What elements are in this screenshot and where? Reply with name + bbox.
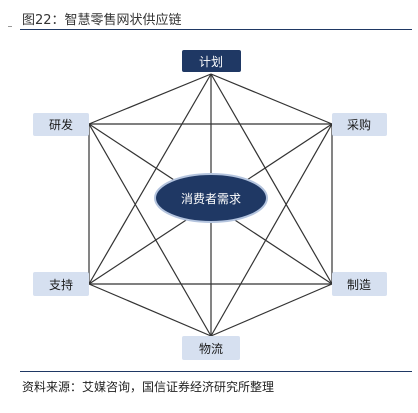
edge-plan-manufacture: [210, 73, 333, 285]
edge-manufacture-logistics: [210, 283, 333, 337]
node-rnd: 研发: [33, 113, 89, 136]
node-plan-label: 计划: [199, 55, 223, 69]
edge-logistics-rnd: [88, 123, 212, 337]
node-plan-box: [182, 50, 241, 72]
node-support-label: 支持: [49, 277, 73, 292]
node-plan: 计划: [182, 50, 241, 72]
edge-rnd-plan: [88, 73, 212, 125]
edge-plan-support: [88, 73, 212, 285]
node-support-box: [33, 272, 89, 296]
figure-title: 图22：智慧零售网状供应链: [22, 13, 182, 28]
node-procure-label: 采购: [347, 117, 371, 132]
node-logistics-box: [182, 336, 240, 360]
node-logistics: 物流: [182, 336, 240, 360]
node-rnd-label: 研发: [49, 117, 73, 132]
node-procure-box: [332, 113, 387, 136]
node-manufacture-label: 制造: [347, 278, 371, 292]
node-manufacture: 制造: [332, 272, 387, 296]
node-manufacture-box: [332, 272, 387, 296]
center-node: 消费者需求: [154, 173, 268, 223]
center-ellipse: [154, 173, 268, 223]
bottom-rule: [20, 371, 412, 372]
center-label: 消费者需求: [181, 192, 241, 206]
corner-mark: [8, 26, 12, 27]
node-procure: 采购: [332, 113, 387, 136]
edge-logistics-support: [88, 283, 212, 337]
node-rnd-box: [33, 113, 89, 136]
edge-plan-procure: [210, 73, 333, 125]
source-note: 资料来源：艾媒咨询，国信证券经济研究所整理: [22, 380, 275, 394]
top-rule: [20, 29, 412, 30]
edge-procure-logistics: [210, 123, 333, 337]
node-logistics-label: 物流: [199, 342, 223, 356]
node-support: 支持: [33, 272, 89, 296]
